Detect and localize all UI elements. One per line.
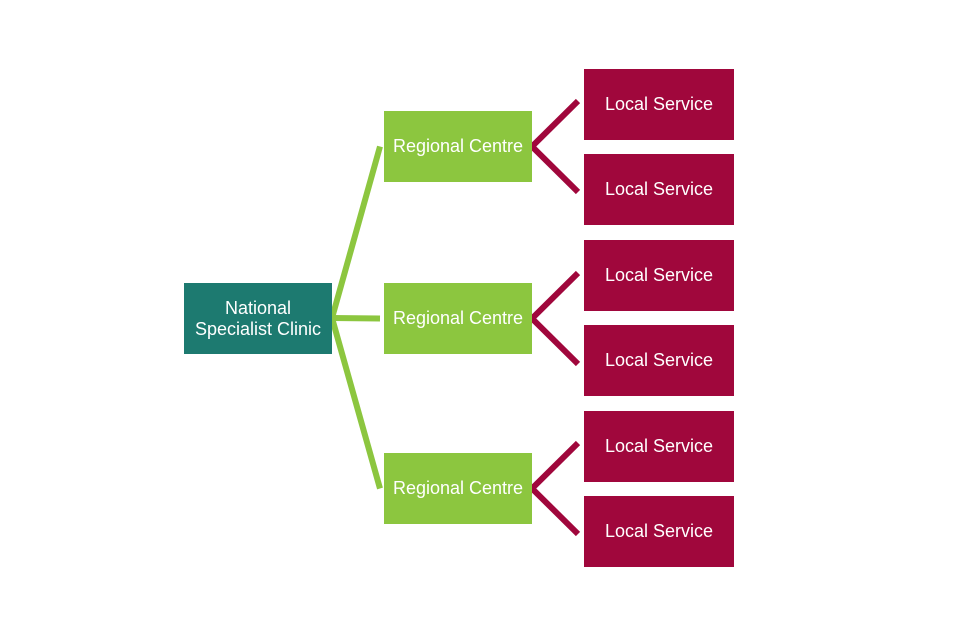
connector-regional-2-to-local-2	[529, 316, 581, 367]
connector-national-to-regional-3	[329, 317, 383, 490]
local-service-node: Local Service	[584, 411, 734, 482]
node-label: Local Service	[604, 265, 714, 285]
node-label: Local Service	[604, 521, 714, 541]
connector-regional-2-to-local-1	[529, 270, 581, 321]
node-label: Regional Centre	[392, 478, 524, 498]
connector-regional-3-to-local-1	[529, 440, 581, 491]
node-label: National Specialist Clinic	[194, 297, 322, 339]
regional-centre-node: Regional Centre	[384, 453, 532, 524]
node-label: Regional Centre	[392, 136, 524, 156]
regional-centre-node: Regional Centre	[384, 111, 532, 182]
connector-national-to-regional-1	[329, 145, 383, 319]
local-service-node: Local Service	[584, 240, 734, 311]
node-label: Local Service	[604, 179, 714, 199]
local-service-node: Local Service	[584, 154, 734, 225]
connector-national-to-regional-2	[331, 315, 381, 322]
local-service-node: Local Service	[584, 325, 734, 396]
regional-centre-node: Regional Centre	[384, 283, 532, 354]
node-label: Local Service	[604, 94, 714, 114]
local-service-node: Local Service	[584, 496, 734, 567]
node-label: Regional Centre	[392, 308, 524, 328]
national-specialist-clinic-node: National Specialist Clinic	[184, 283, 332, 354]
local-service-node: Local Service	[584, 69, 734, 140]
connector-regional-1-to-local-2	[529, 144, 581, 195]
connector-regional-3-to-local-2	[529, 486, 581, 537]
node-label: Local Service	[604, 436, 714, 456]
node-label: Local Service	[604, 350, 714, 370]
connector-regional-1-to-local-1	[529, 98, 581, 149]
